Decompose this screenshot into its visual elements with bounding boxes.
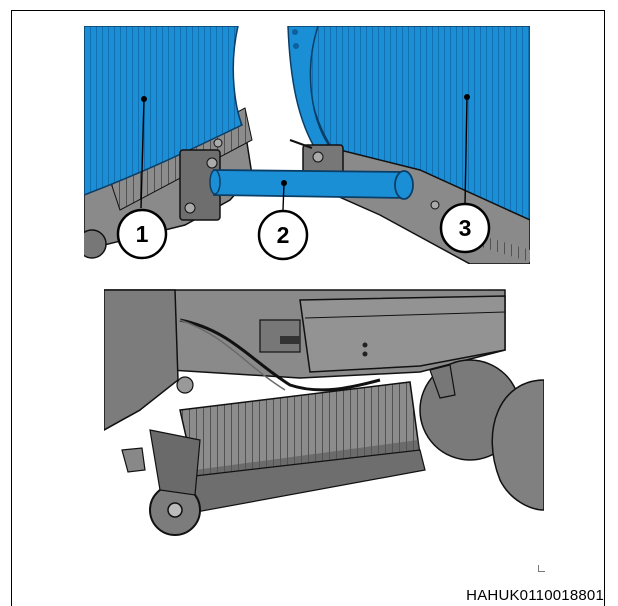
housing-seam: [304, 311, 506, 319]
callout-1: 1: [116, 208, 168, 260]
leader-line-1: [140, 98, 145, 209]
left-panel: [104, 289, 179, 431]
bolt-icon: [206, 157, 218, 169]
callout-2-label: 2: [277, 222, 290, 248]
figure-code: HAHUK0110018801: [466, 587, 604, 604]
callout-3-label: 3: [459, 215, 472, 241]
wheel-arm: [149, 429, 201, 496]
bar-end-right: [394, 170, 414, 200]
hitch-bracket: [429, 364, 456, 399]
bolt-icon: [362, 351, 368, 357]
hydraulic-hose: [179, 319, 286, 391]
bolt-icon: [362, 342, 368, 348]
bolt-icon: [430, 200, 440, 210]
bolt-icon: [293, 43, 299, 49]
mount-block: [280, 336, 300, 344]
left-wheel: [84, 229, 107, 259]
handle-icon: [121, 447, 146, 473]
bottom-view: [104, 288, 544, 536]
leader-dot-3: [464, 94, 470, 100]
left-blue-drum: [84, 26, 243, 196]
upper-housing: [299, 295, 506, 373]
bolt-icon: [184, 202, 196, 214]
bolt-icon: [292, 29, 298, 35]
bolt-icon: [213, 138, 223, 148]
bolt-icon: [312, 151, 324, 163]
connecting-bar: [213, 169, 408, 199]
bar-end-left: [209, 169, 221, 195]
hydraulic-hose: [179, 318, 381, 392]
lever-icon: [289, 139, 313, 149]
leader-line-2: [282, 182, 285, 211]
top-view: [84, 26, 530, 264]
leader-line-3: [464, 96, 468, 206]
corner-mark: [538, 565, 545, 572]
right-rail-teeth: [478, 235, 530, 262]
leader-dot-2: [281, 180, 287, 186]
roller-icon: [176, 376, 194, 394]
leader-dot-1: [141, 96, 147, 102]
right-tire-front: [491, 379, 544, 511]
callout-1-label: 1: [136, 221, 149, 247]
figure-frame: [11, 10, 605, 606]
callout-2: 2: [257, 209, 309, 261]
gauge-wheel-hub: [167, 502, 183, 518]
callout-3: 3: [439, 202, 491, 254]
